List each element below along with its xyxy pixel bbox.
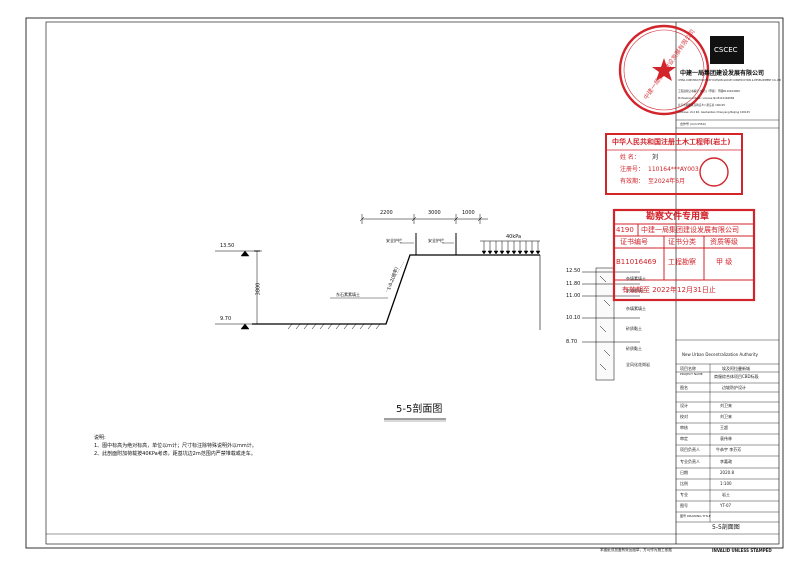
- survey-value-1: B11016469: [616, 258, 657, 266]
- tb-row-value-5: 李嘉政: [720, 459, 732, 464]
- tb-row-value-8: 岩土: [722, 492, 730, 497]
- elevation-10-10: 10.10: [566, 315, 581, 321]
- soil-layer-6: 全风化花岗岩: [626, 362, 650, 367]
- fence-label-left: 安全护栏: [386, 238, 402, 243]
- engineer-valid-value: 至2024年6月: [648, 178, 686, 185]
- engineer-valid-label: 有效期：: [620, 178, 645, 185]
- tb-row-label-5: 专业负责人: [680, 459, 700, 464]
- borehole-column: [582, 267, 640, 381]
- soil-layer-2: 杂填素填土: [626, 288, 646, 293]
- inner-border: [45, 21, 780, 545]
- dim-3000: 3000: [428, 210, 441, 216]
- tb-row-label-0: 设计: [680, 403, 688, 408]
- elevation-8-70: 8.70: [566, 339, 578, 345]
- notes-block: 说明: 1、图中标高为绝对标高，单位以m计；尺寸标注除特殊说明外以mm计。 2、…: [94, 434, 257, 458]
- soil-layer-3: 杂填素填土: [626, 306, 646, 311]
- left-elevations: [215, 250, 262, 330]
- soil-layer-4: 砂质黏土: [626, 326, 642, 331]
- soil-layer-1: 杂填素填土: [626, 276, 646, 281]
- tb-row-value-7: 1:100: [720, 481, 732, 486]
- tb-row-value-9: YT-07: [720, 503, 732, 508]
- company-info-3: 北京市朝阳区高碑店乡八里庄村 100125: [678, 104, 726, 107]
- tb-row-value-2: 王超: [720, 425, 728, 430]
- elevation-13-50: 13.50: [220, 243, 235, 249]
- outer-border: [25, 17, 784, 549]
- engineer-name-value: 刘: [652, 154, 659, 161]
- dim-1000: 1000: [462, 210, 475, 216]
- tb-row-label-3: 审定: [680, 436, 688, 441]
- backfill-label: 东石素素填土: [336, 292, 360, 297]
- soil-layer-5: 砂质黏土: [626, 346, 642, 351]
- drawing-no-label: 图号 DRAWING TITLE: [680, 514, 711, 518]
- logo-text: CSCEC: [714, 46, 738, 54]
- authority-name: New Urban Decentralization Authority: [682, 352, 758, 357]
- project-value-1: 埃及阿拉曼新城: [722, 366, 750, 371]
- tb-row-value-1: 刘卫来: [720, 414, 732, 419]
- engineer-name-label: 姓 名：: [620, 154, 640, 161]
- dim-2200: 2200: [380, 210, 393, 216]
- drawing-name-label: 图名: [680, 385, 688, 390]
- survey-stamp-frame: [612, 208, 756, 302]
- drawing-name-value: 边坡防护设计: [722, 385, 746, 390]
- tb-row-label-1: 校对: [680, 414, 688, 419]
- tb-row-label-9: 图号: [680, 503, 688, 508]
- project-label-en: PROJECT NAME: [680, 372, 703, 376]
- load-label: 40kPa: [506, 234, 522, 240]
- engineer-stamp-title: 中华人民共和国注册土木工程师(岩土): [612, 138, 731, 146]
- note-1: 1、图中标高为绝对标高，单位以m计；尺寸标注除特殊说明外以mm计。: [94, 443, 257, 449]
- survey-stamp-title: 勘察文件专用章: [646, 212, 710, 222]
- tb-row-label-7: 比例: [680, 481, 688, 486]
- survey-header-3: 资质等级: [710, 238, 738, 246]
- company-name-en: CHINA CONSTRUCTION FIRST DIVISION GROUP …: [678, 79, 782, 82]
- slope-profile: [252, 254, 541, 330]
- company-logo: [710, 36, 744, 64]
- cert-no: 合作号 (m/13350): [680, 122, 706, 126]
- project-label: 项目名称: [680, 366, 696, 371]
- elevation-11-00: 11.00: [566, 293, 581, 299]
- survey-validity: 有效期至 2022年12月31日止: [622, 286, 716, 294]
- survey-value-3: 甲 级: [716, 258, 733, 266]
- elevation-11-80: 11.80: [566, 281, 581, 287]
- company-info-2: Professional Rank: License No.B110164069: [678, 97, 735, 100]
- engineer-stamp-frame: [605, 133, 743, 195]
- safety-fences: [400, 233, 457, 255]
- survey-value-2: 工程勘察: [668, 258, 696, 266]
- fence-label-right: 安全护栏: [428, 238, 444, 243]
- tb-row-value-0: 刘卫来: [720, 403, 732, 408]
- tb-row-label-8: 专业: [680, 492, 688, 497]
- ground-hatch: [287, 323, 381, 330]
- surcharge-load-arrows: [480, 240, 541, 255]
- elevation-12-50: 12.50: [566, 268, 581, 274]
- survey-header-1: 证书编号: [620, 238, 648, 246]
- survey-stamp-code: 4190: [616, 226, 634, 234]
- drawing-title: 5-5剖面图: [396, 404, 443, 415]
- engineer-reg-value: 110164***AY003: [648, 166, 699, 173]
- sheet-title: 5-5剖面图: [712, 524, 740, 531]
- tb-row-value-4: 牛恭宇 李芬芳: [716, 447, 742, 452]
- note-2: 2、此剖面附加荷载按40KPa考虑，距基坑边2m范围内严禁堆载或走车。: [94, 451, 256, 457]
- tb-row-label-6: 日期: [680, 470, 688, 475]
- company-info-1: 工程勘察证书编号 (综合)（甲级） 甲级B110164069: [678, 90, 740, 93]
- footer-invalid-unless-stamped: INVALID UNLESS STAMPED: [712, 548, 772, 553]
- notes-heading: 说明:: [94, 435, 106, 441]
- company-name: 中建一局集团建设发展有限公司: [680, 70, 765, 77]
- project-value-2: 商服综合体项目CBD标段: [714, 374, 759, 379]
- footer-warning: 本图纸须加盖有效出图章，方可作为施工依据: [600, 548, 672, 552]
- tb-row-value-6: 2020.8: [720, 470, 734, 475]
- tb-row-label-2: 审核: [680, 425, 688, 430]
- company-info-4: Address: 2nd Rd. Gaobeidian Chaoyang Bei…: [678, 111, 750, 114]
- survey-stamp-company: 中建一局集团建设发展有限公司: [641, 226, 739, 234]
- top-dimension-line: [359, 214, 488, 224]
- height-dimension: 3800: [255, 282, 262, 296]
- elevation-9-70: 9.70: [220, 316, 232, 322]
- tb-row-label-4: 项目负责人: [680, 447, 700, 452]
- survey-header-2: 证书分类: [668, 238, 696, 246]
- title-block-grid: [676, 339, 779, 535]
- engineer-reg-label: 注册号：: [620, 166, 645, 173]
- round-company-seal: [618, 24, 710, 116]
- tb-row-value-3: 袁伟林: [720, 436, 732, 441]
